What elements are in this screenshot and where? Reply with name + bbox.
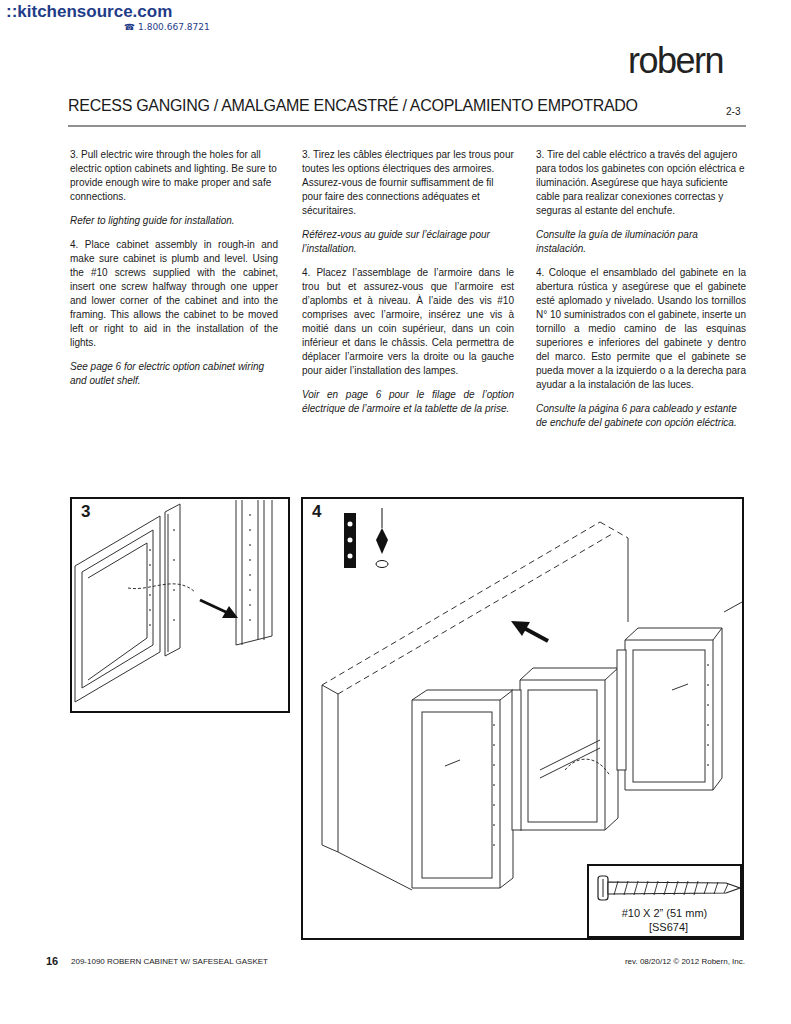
instruction-text: See page 6 for electric option cabinet w… [70, 360, 278, 388]
instruction-text: 3. Tire del cable eléctrico a través del… [536, 148, 746, 218]
part-label: #10 X 2” (51 mm) [595, 906, 734, 920]
figure-panel: 4 #10 X 2” (51 mm)[SS674] [301, 497, 744, 940]
revision-note: rev. 08/20/12 © 2012 Robern, Inc. [625, 957, 745, 966]
instruction-text: Consulte la guía de iluminación para ins… [536, 228, 746, 256]
header-rule [68, 126, 746, 127]
instruction-text: Consulte la página 6 para cableado y est… [536, 402, 746, 430]
text-column: 3. Tire del cable eléctrico a través del… [536, 148, 746, 440]
instruction-text: 4. Coloque el ensamblado del gabinete en… [536, 266, 746, 392]
direction-arrow [200, 600, 238, 618]
part-label: [SS674] [595, 920, 734, 934]
instruction-text: 3. Pull electric wire through the holes … [70, 148, 278, 204]
instruction-text: Refer to lighting guide for installation… [70, 214, 278, 228]
step-number: 3 [81, 505, 279, 519]
document-code: 209-1090 ROBERN CABINET W/ SAFESEAL GASK… [71, 957, 268, 966]
step-number: 4 [312, 505, 733, 519]
screw [598, 876, 740, 900]
level-icon [344, 513, 356, 568]
gang-strip [512, 650, 626, 830]
section-number: 2-3 [726, 106, 740, 117]
figure-panel: 3 [70, 497, 290, 713]
instruction-text: 4. Place cabinet assembly in rough-in an… [70, 238, 278, 350]
plumb-icon [376, 508, 388, 568]
instruction-text: 3. Tirez les câbles électriques par les … [302, 148, 514, 218]
instruction-text: 4. Placez l’assemblage de l’armoire dans… [302, 266, 514, 378]
cabinet [412, 690, 513, 888]
wall-opening [322, 522, 742, 890]
instruction-text: Voir en page 6 pour le filage de l’optio… [302, 388, 514, 416]
cabinet [625, 628, 722, 790]
page-number: 16 [46, 955, 58, 967]
site-logo: ::kitchensource.com [6, 2, 172, 22]
brand-logo: robern [628, 40, 723, 82]
cabinet-detail [75, 500, 272, 702]
mounting-holes [493, 664, 709, 846]
text-column: 3. Pull electric wire through the holes … [70, 148, 278, 398]
cabinet [520, 668, 618, 830]
phone-number: ☎ 1.800.667.8721 [124, 22, 210, 32]
text-column: 3. Tirez les câbles électriques par les … [302, 148, 514, 426]
page-title: RECESS GANGING / AMALGAME ENCASTRÉ / ACO… [68, 97, 638, 115]
mounting-holes [149, 514, 251, 626]
hardware-box: #10 X 2” (51 mm)[SS674] [587, 864, 742, 938]
direction-arrow [511, 621, 548, 641]
instruction-text: Référez-vous au guide sur l’éclairage po… [302, 228, 514, 256]
